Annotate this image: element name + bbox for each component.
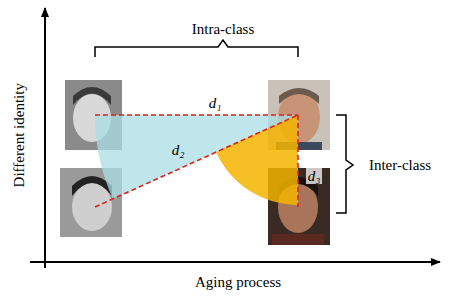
bracket-label: Inter-class bbox=[369, 157, 431, 174]
distance-label: d₃ bbox=[306, 168, 323, 185]
axis-label: Aging process bbox=[195, 274, 281, 291]
y-axis bbox=[44, 8, 46, 268]
bracket bbox=[95, 40, 298, 57]
axis-label: Different identity bbox=[11, 83, 28, 187]
bracket-label: Intra-class bbox=[192, 21, 254, 38]
x-axis bbox=[30, 261, 440, 263]
distance-label: d₂ bbox=[170, 142, 187, 159]
inter-sector bbox=[216, 115, 298, 205]
distance-line bbox=[95, 115, 298, 207]
bracket bbox=[336, 115, 353, 213]
distance-label: d₁ bbox=[207, 95, 224, 112]
